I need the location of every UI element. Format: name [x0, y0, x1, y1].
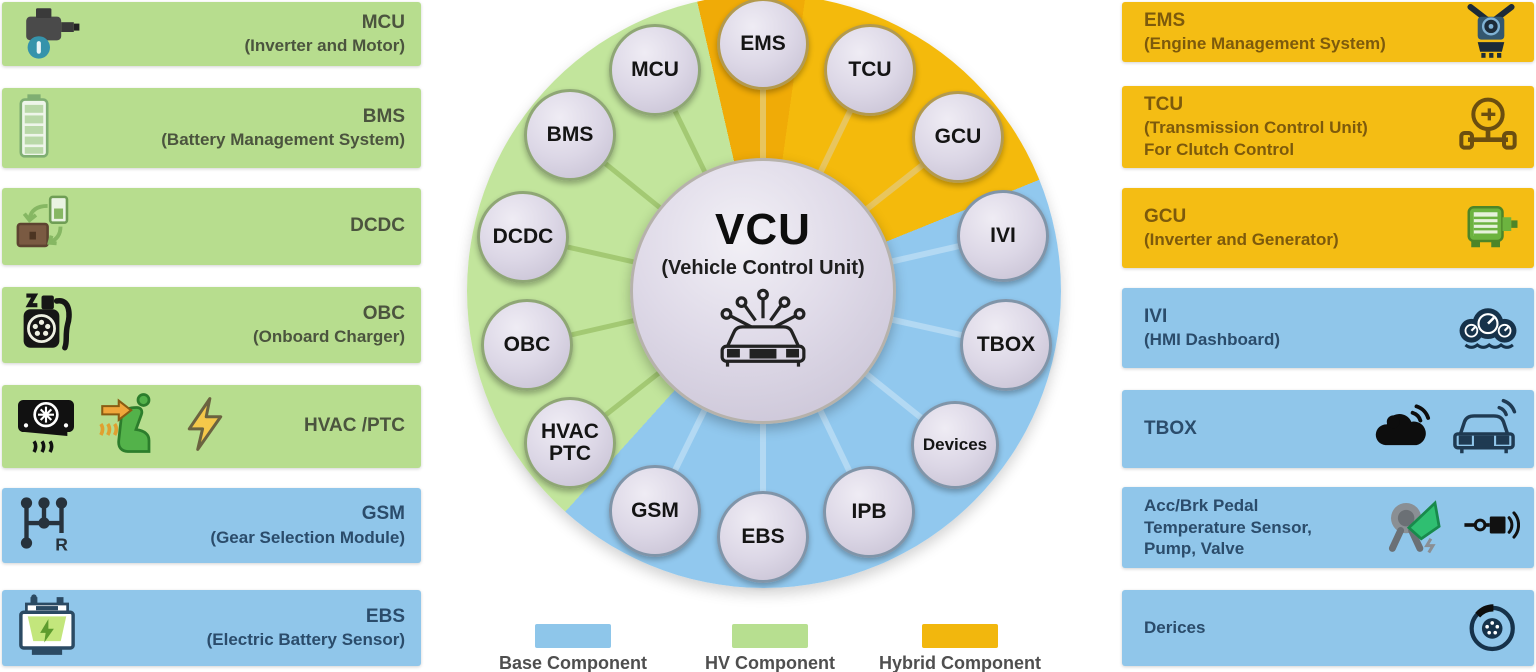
brake-disc-icon — [1462, 597, 1520, 660]
row-description: (Electric Battery Sensor) — [206, 630, 405, 650]
panel-row-ivi: IVI (HMI Dashboard) — [1122, 288, 1534, 368]
vcu-title: VCU — [715, 205, 811, 254]
gauge-cluster-icon — [1456, 298, 1520, 359]
bolt-icon — [176, 395, 234, 458]
row-description: (Onboard Charger) — [252, 327, 405, 347]
gear-shifter-icon: R — [14, 493, 74, 558]
row-acronym: MCU — [361, 11, 405, 33]
panel-row-dcdc: DCDC — [2, 188, 421, 265]
row-acronym: DCDC — [350, 215, 405, 237]
motor-icon — [14, 4, 86, 65]
row-acronym: GSM — [361, 503, 405, 525]
panel-row-obc: OBC (Onboard Charger) — [2, 287, 421, 363]
transmission-axle-icon — [1456, 93, 1520, 162]
charging-plug-icon — [14, 290, 80, 361]
panel-row-sensors: Acc/Brk Pedal Temperature Sensor, Pump, … — [1122, 487, 1534, 568]
node-tcu: TCU — [824, 24, 916, 116]
heated-seat-icon — [94, 391, 160, 462]
battery-icon — [14, 93, 54, 164]
car-battery-icon — [14, 593, 80, 664]
node-devices: Devices — [911, 401, 999, 489]
valve-signal-icon — [1462, 502, 1521, 553]
connected-car-circuit-icon — [711, 286, 815, 377]
row-acronym: HVAC /PTC — [304, 415, 405, 437]
node-ivi: IVI — [957, 190, 1049, 282]
node-bms: BMS — [524, 89, 616, 181]
connected-car-icon — [1448, 395, 1520, 464]
engine-icon — [1462, 1, 1520, 64]
cloud-wifi-icon — [1370, 398, 1432, 461]
panel-row-mcu: MCU (Inverter and Motor) — [2, 2, 421, 66]
row-acronym: OBC — [362, 302, 405, 324]
row-description: Acc/Brk Pedal — [1144, 495, 1259, 515]
row-description: (HMI Dashboard) — [1144, 330, 1280, 350]
row-description: Temperature Sensor, — [1144, 517, 1312, 537]
row-acronym: Derices — [1144, 618, 1206, 638]
generator-icon — [1460, 196, 1520, 261]
row-description: (Engine Management System) — [1144, 34, 1386, 54]
node-hvac-ptc: HVAC PTC — [524, 397, 616, 489]
panel-row-devices: Derices — [1122, 590, 1534, 666]
row-acronym: EMS — [1144, 9, 1186, 31]
row-acronym: EBS — [365, 605, 405, 627]
legend-swatch-hv — [732, 624, 808, 648]
row-description: (Inverter and Motor) — [244, 36, 405, 56]
node-gsm: GSM — [609, 465, 701, 557]
legend-swatch-hybrid — [922, 624, 998, 648]
node-ems: EMS — [717, 0, 809, 90]
row-description: (Inverter and Generator) — [1144, 230, 1339, 250]
panel-row-ebs: EBS (Electric Battery Sensor) — [2, 590, 421, 666]
legend-item-hv: HV Component — [675, 624, 865, 672]
vcu-center-node: VCU (Vehicle Control Unit) — [630, 158, 896, 424]
row-description: (Gear Selection Module) — [210, 527, 405, 547]
legend-label: Base Component — [498, 653, 648, 672]
panel-row-gcu: GCU (Inverter and Generator) — [1122, 188, 1534, 268]
node-gcu: GCU — [912, 91, 1004, 183]
legend-item-base: Base Component — [478, 624, 668, 672]
legend-label: HV Component — [705, 653, 835, 672]
panel-row-hvac: HVAC /PTC — [2, 385, 421, 468]
row-acronym: TCU — [1144, 94, 1184, 116]
dcdc-converter-icon — [14, 193, 76, 260]
row-acronym: TBOX — [1144, 417, 1197, 439]
node-mcu: MCU — [609, 24, 701, 116]
pedal-sensor-icon — [1380, 492, 1446, 563]
node-obc: OBC — [481, 299, 573, 391]
row-description-2: For Clutch Control — [1144, 140, 1295, 160]
row-description: (Battery Management System) — [161, 130, 405, 150]
panel-row-bms: BMS (Battery Management System) — [2, 88, 421, 168]
panel-row-tbox: TBOX — [1122, 390, 1534, 468]
legend-label: Hybrid Component — [879, 653, 1041, 672]
panel-row-tcu: TCU (Transmission Control Unit) For Clut… — [1122, 86, 1534, 168]
vcu-subtitle: (Vehicle Control Unit) — [661, 257, 865, 279]
panel-row-gsm: R GSM (Gear Selection Module) — [2, 488, 421, 563]
row-acronym: IVI — [1144, 305, 1168, 327]
svg-text:R: R — [55, 535, 68, 554]
ac-unit-icon — [14, 392, 78, 461]
row-description: (Transmission Control Unit) — [1144, 118, 1368, 138]
node-ebs: EBS — [717, 491, 809, 583]
row-acronym: BMS — [362, 105, 405, 127]
legend-swatch-base — [535, 624, 611, 648]
node-dcdc: DCDC — [477, 191, 569, 283]
panel-row-ems: EMS (Engine Management System) — [1122, 2, 1534, 62]
row-acronym: GCU — [1144, 205, 1187, 227]
node-tbox: TBOX — [960, 299, 1052, 391]
row-description: Pump, Valve — [1144, 539, 1245, 559]
node-ipb: IPB — [823, 466, 915, 558]
legend-item-hybrid: Hybrid Component — [865, 624, 1055, 672]
